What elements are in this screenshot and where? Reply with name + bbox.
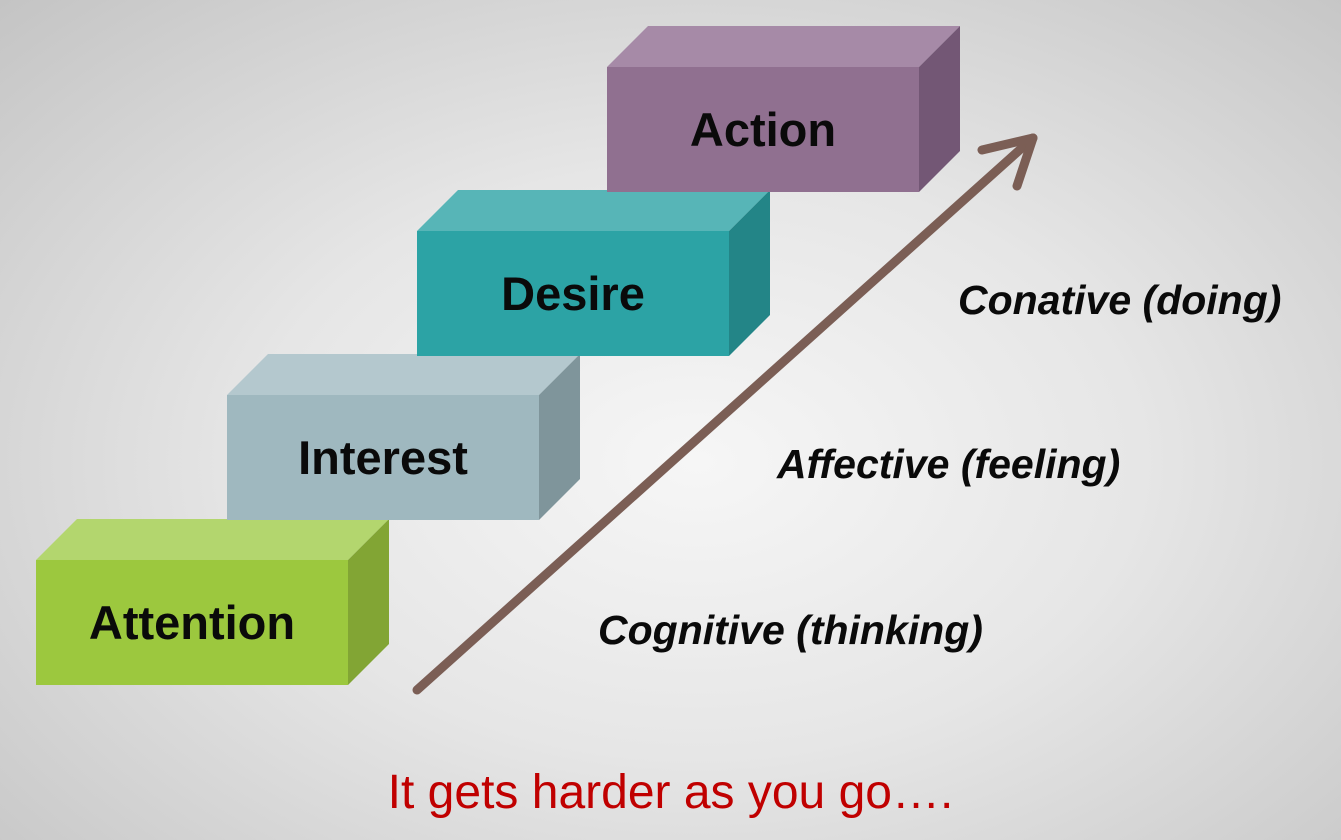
step-action-top-face	[607, 26, 960, 67]
stage-affective: Affective (feeling)	[777, 441, 1121, 487]
step-interest-label: Interest	[298, 431, 468, 484]
step-interest: Interest	[227, 354, 580, 520]
step-attention-side-face	[348, 519, 389, 685]
footer-caption: It gets harder as you go….	[387, 766, 954, 819]
step-desire: Desire	[417, 190, 770, 356]
step-desire-top-face	[417, 190, 770, 231]
step-desire-side-face	[729, 190, 770, 356]
step-action-front-face	[607, 67, 919, 192]
stage-cognitive: Cognitive (thinking)	[598, 607, 983, 653]
progress-arrow-shaft	[412, 133, 1038, 695]
step-action-label: Action	[689, 103, 837, 156]
step-action-side-face	[919, 26, 960, 192]
step-desire-front-face	[417, 231, 729, 356]
progress-arrow-head	[977, 133, 1038, 191]
step-attention: Attention	[36, 519, 389, 685]
step-attention-front-face	[36, 560, 348, 685]
step-desire-label: Desire	[501, 267, 645, 320]
step-attention-top-face	[36, 519, 389, 560]
step-interest-front-face	[227, 395, 539, 520]
step-attention-label: Attention	[88, 596, 296, 649]
stage-conative: Conative (doing)	[958, 277, 1282, 323]
step-action: Action	[607, 26, 960, 192]
step-interest-top-face	[227, 354, 580, 395]
step-interest-side-face	[539, 354, 580, 520]
